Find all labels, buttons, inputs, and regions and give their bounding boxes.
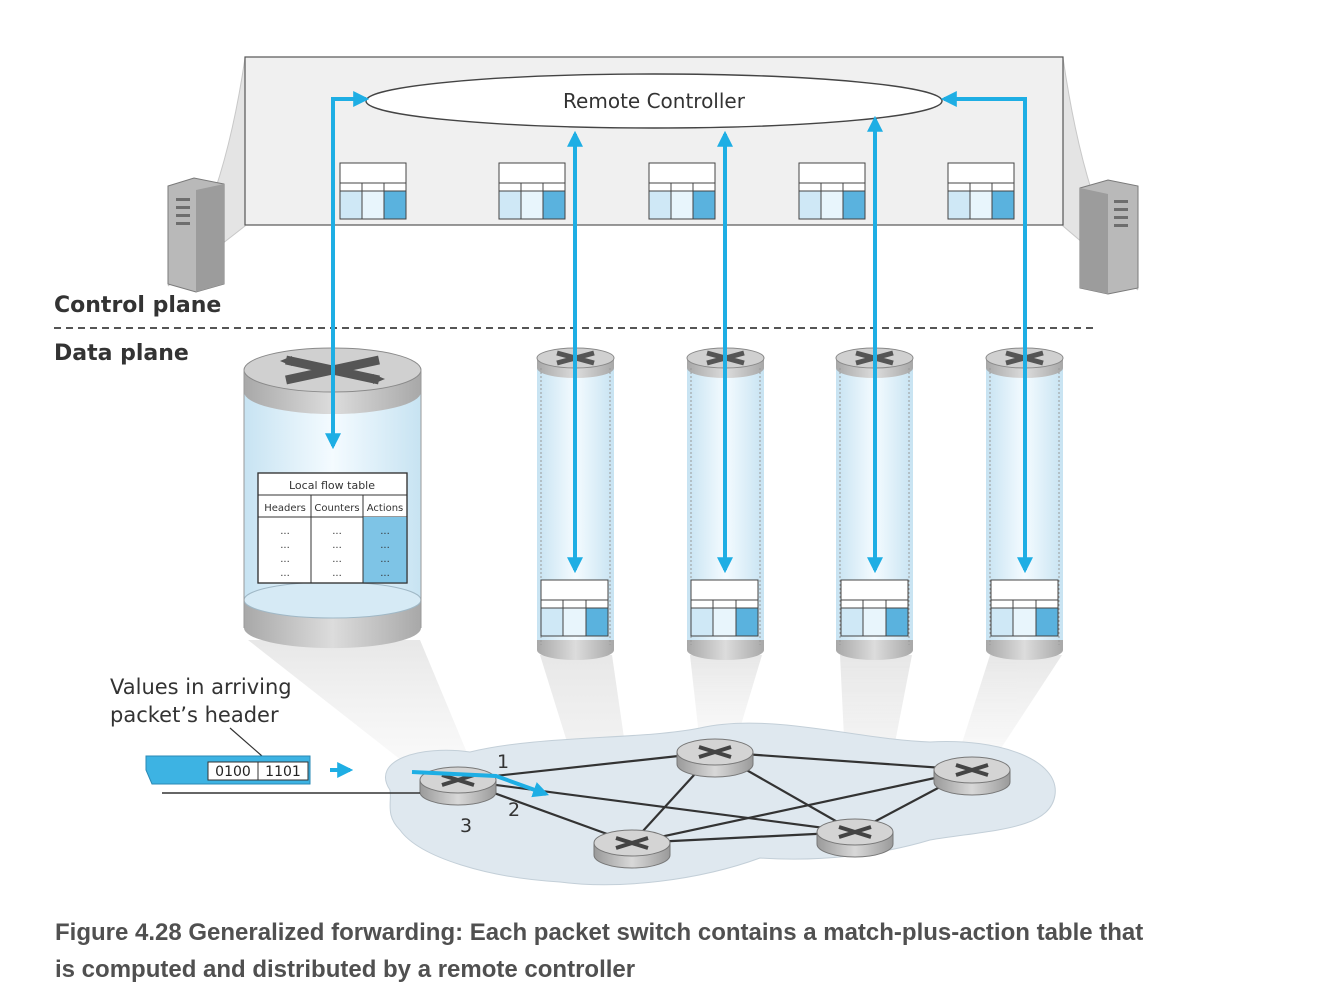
- flow-table-cell: ...: [380, 554, 390, 565]
- flow-table-cell: ...: [332, 526, 342, 537]
- control-arrow-1: [325, 91, 370, 450]
- port-label-1: 1: [497, 751, 509, 773]
- local-flow-table: [257, 472, 408, 584]
- controller-table-3: [648, 162, 716, 220]
- controller-table-2: [498, 162, 566, 220]
- flow-table-cell: ...: [380, 526, 390, 537]
- flow-table-cell: ...: [280, 554, 290, 565]
- switch-table-2: [540, 579, 609, 637]
- router-icon: [676, 738, 754, 778]
- flow-table-cell: ...: [280, 568, 290, 579]
- port-label-3: 3: [460, 815, 472, 837]
- flow-table-col-actions: Actions: [367, 503, 404, 514]
- router-icon: [816, 818, 894, 858]
- flow-table-cell: ...: [380, 568, 390, 579]
- packet: [145, 755, 311, 785]
- forwarding-arrow: [411, 770, 550, 798]
- switch-table-3: [690, 579, 759, 637]
- data-plane-label: Data plane: [54, 341, 189, 366]
- control-plane-label: Control plane: [54, 293, 221, 318]
- flow-table-cell: ...: [380, 540, 390, 551]
- flow-table-cell: ...: [332, 540, 342, 551]
- controller-table-5: [947, 162, 1015, 220]
- controller-table-4: [798, 162, 866, 220]
- control-arrows: [325, 91, 1033, 574]
- flow-table-title: Local flow table: [289, 479, 375, 492]
- caption-line-2: is computed and distributed by a remote …: [55, 956, 636, 983]
- server-right-icon: [1079, 179, 1139, 295]
- router-icon: [593, 829, 671, 869]
- flow-table-col-counters: Counters: [314, 503, 359, 514]
- flow-table-cell: ...: [280, 526, 290, 537]
- flow-table-cell: ...: [280, 540, 290, 551]
- packet-annotation-line2: packet’s header: [110, 703, 279, 727]
- flow-table-cell: ...: [332, 554, 342, 565]
- figure-caption: Figure 4.28 Generalized forwarding: Each…: [55, 914, 1255, 988]
- router-icon: [933, 756, 1011, 796]
- packet-annotation-line1: Values in arriving: [110, 675, 292, 699]
- switch-table-5: [990, 579, 1059, 637]
- packet-bits-1: 0100: [215, 764, 251, 780]
- caption-line-1: Figure 4.28 Generalized forwarding: Each…: [55, 919, 1144, 946]
- server-left-icon: [167, 177, 225, 293]
- packet-bits-2: 1101: [265, 764, 301, 780]
- packet-annotation-leader: [229, 727, 263, 757]
- flow-table-col-headers: Headers: [264, 503, 306, 514]
- controller-table-1: [339, 162, 407, 220]
- flow-table-cell: ...: [332, 568, 342, 579]
- switch-table-4: [840, 579, 909, 637]
- port-label-2: 2: [508, 799, 520, 821]
- remote-controller-label: Remote Controller: [563, 89, 746, 113]
- flow-table-cells: ... ... ... ... ... ... ... ... ... ... …: [280, 526, 390, 579]
- control-arrow-5: [940, 91, 1033, 574]
